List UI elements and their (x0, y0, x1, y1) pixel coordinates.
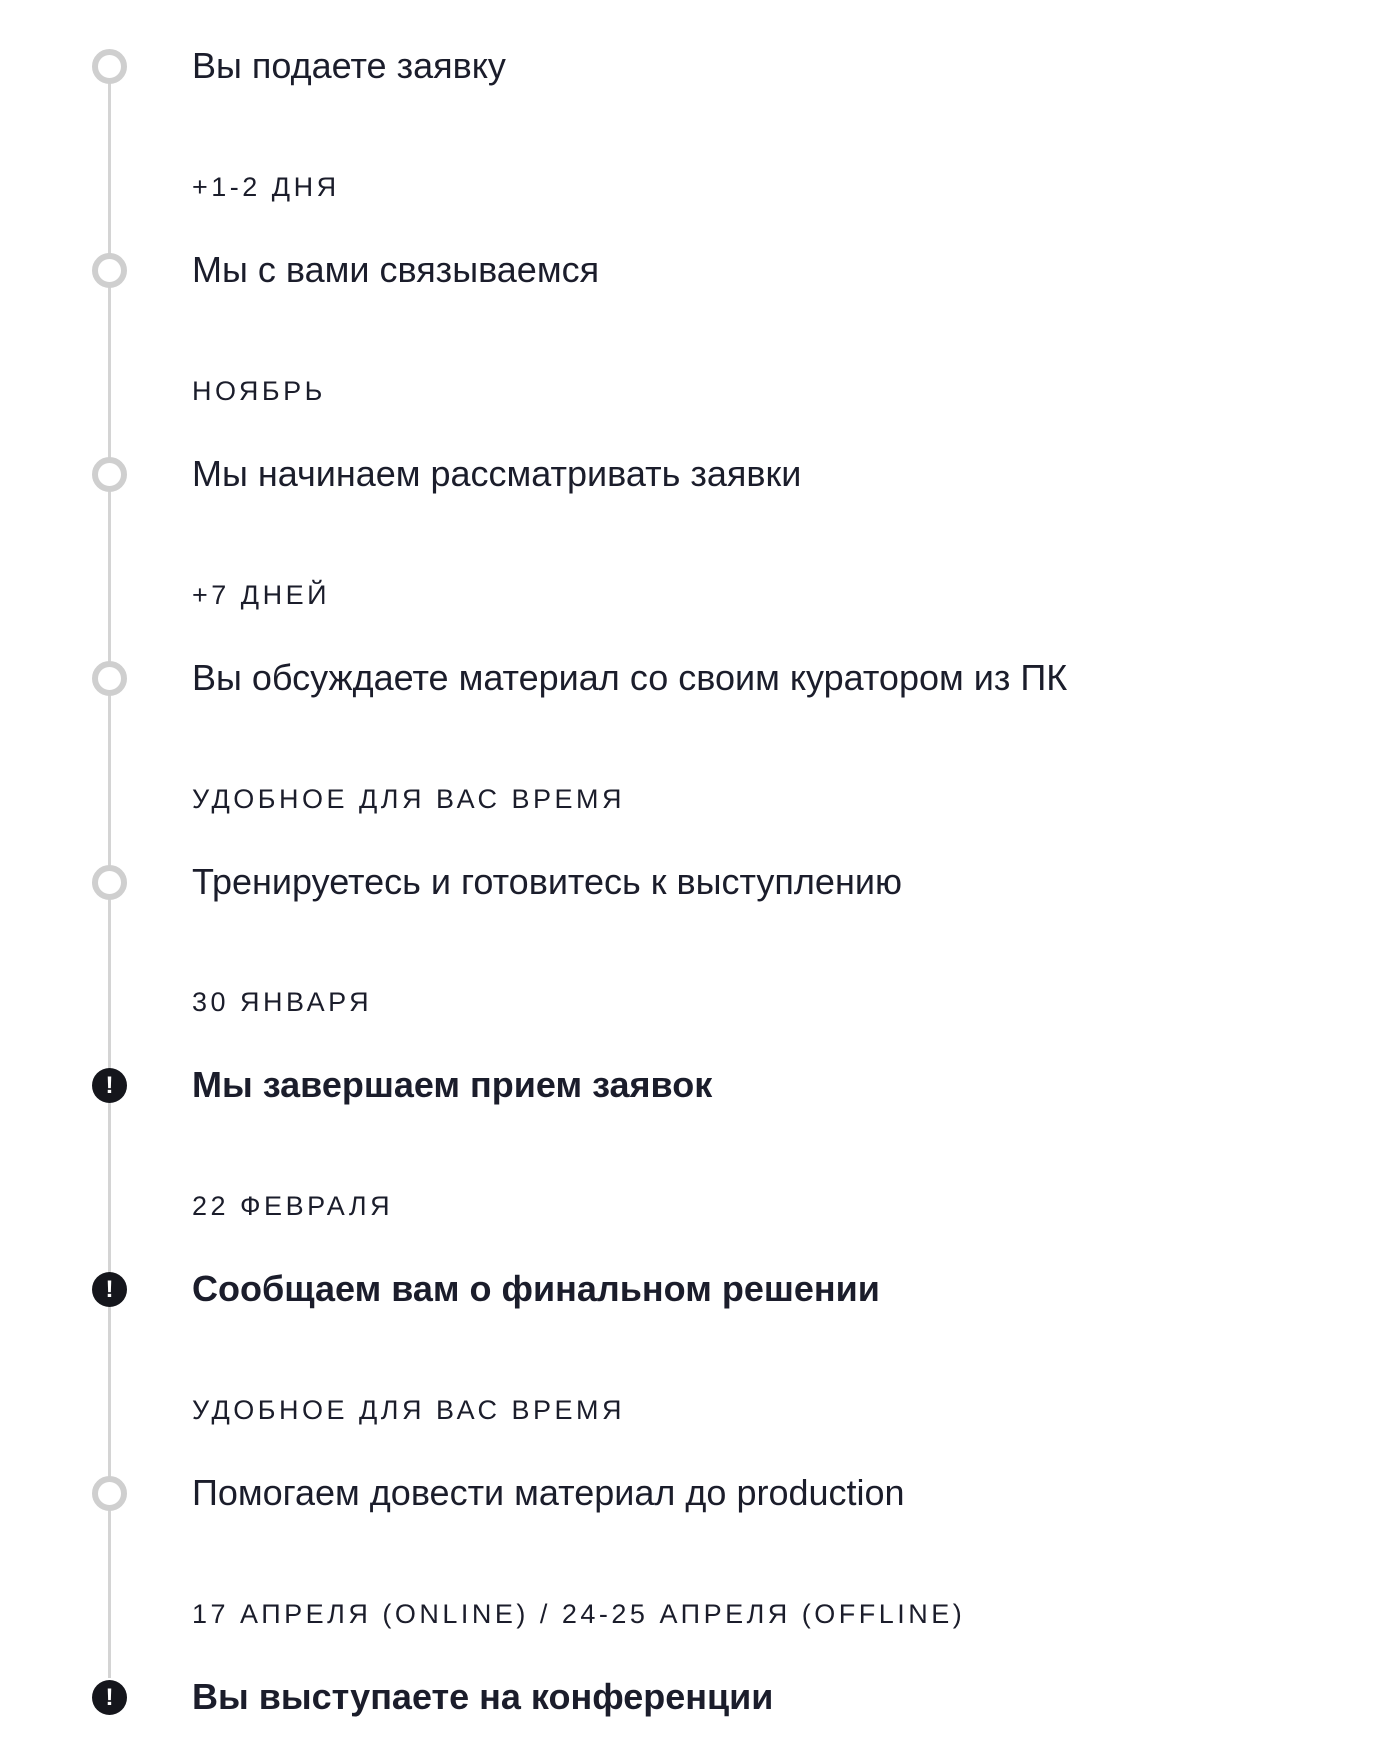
timeline-step-rehearsal: УДОБНОЕ ДЛЯ ВАС ВРЕМЯ Тренируетесь и гот… (0, 784, 1380, 924)
step-title: Мы с вами связываемся (192, 249, 600, 290)
step-label: 17 АПРЕЛЯ (ONLINE) / 24-25 АПРЕЛЯ (OFFLI… (192, 1599, 966, 1629)
step-label: 30 ЯНВАРЯ (192, 987, 373, 1017)
timeline-step-apply: Вы подаете заявку (0, 48, 1380, 108)
open-circle-icon (92, 661, 127, 696)
open-circle-icon (92, 865, 127, 900)
step-label: НОЯБРЬ (192, 376, 326, 406)
step-title: Вы обсуждаете материал со своим кураторо… (192, 657, 1068, 698)
step-title: Мы начинаем рассматривать заявки (192, 453, 802, 494)
step-title: Тренируетесь и готовитесь к выступлению (192, 861, 902, 902)
open-circle-icon (92, 49, 127, 84)
exclamation-icon: ! (92, 1680, 127, 1715)
step-title: Сообщаем вам о финальном решении (192, 1268, 880, 1309)
timeline-step-contact: +1-2 ДНЯ Мы с вами связываемся (0, 172, 1380, 312)
step-title: Вы подаете заявку (192, 45, 506, 86)
timeline-step-curator: +7 ДНЕЙ Вы обсуждаете материал со своим … (0, 580, 1380, 720)
step-label: УДОБНОЕ ДЛЯ ВАС ВРЕМЯ (192, 784, 626, 814)
timeline-step-review: НОЯБРЬ Мы начинаем рассматривать заявки (0, 376, 1380, 516)
open-circle-icon (92, 1476, 127, 1511)
step-title: Вы выступаете на конференции (192, 1676, 774, 1717)
open-circle-icon (92, 457, 127, 492)
timeline-step-production: УДОБНОЕ ДЛЯ ВАС ВРЕМЯ Помогаем довести м… (0, 1395, 1380, 1535)
step-label: +7 ДНЕЙ (192, 580, 330, 610)
exclamation-icon: ! (92, 1272, 127, 1307)
step-label: УДОБНОЕ ДЛЯ ВАС ВРЕМЯ (192, 1395, 626, 1425)
timeline-step-decision: 22 ФЕВРАЛЯ ! Сообщаем вам о финальном ре… (0, 1191, 1380, 1331)
timeline-step-conference: 17 АПРЕЛЯ (ONLINE) / 24-25 АПРЕЛЯ (OFFLI… (0, 1599, 1380, 1739)
step-title: Мы завершаем прием заявок (192, 1064, 713, 1105)
timeline-step-deadline: 30 ЯНВАРЯ ! Мы завершаем прием заявок (0, 987, 1380, 1127)
exclamation-icon: ! (92, 1068, 127, 1103)
step-label: +1-2 ДНЯ (192, 172, 340, 202)
step-label: 22 ФЕВРАЛЯ (192, 1191, 394, 1221)
open-circle-icon (92, 253, 127, 288)
step-title: Помогаем довести материал до production (192, 1472, 905, 1513)
